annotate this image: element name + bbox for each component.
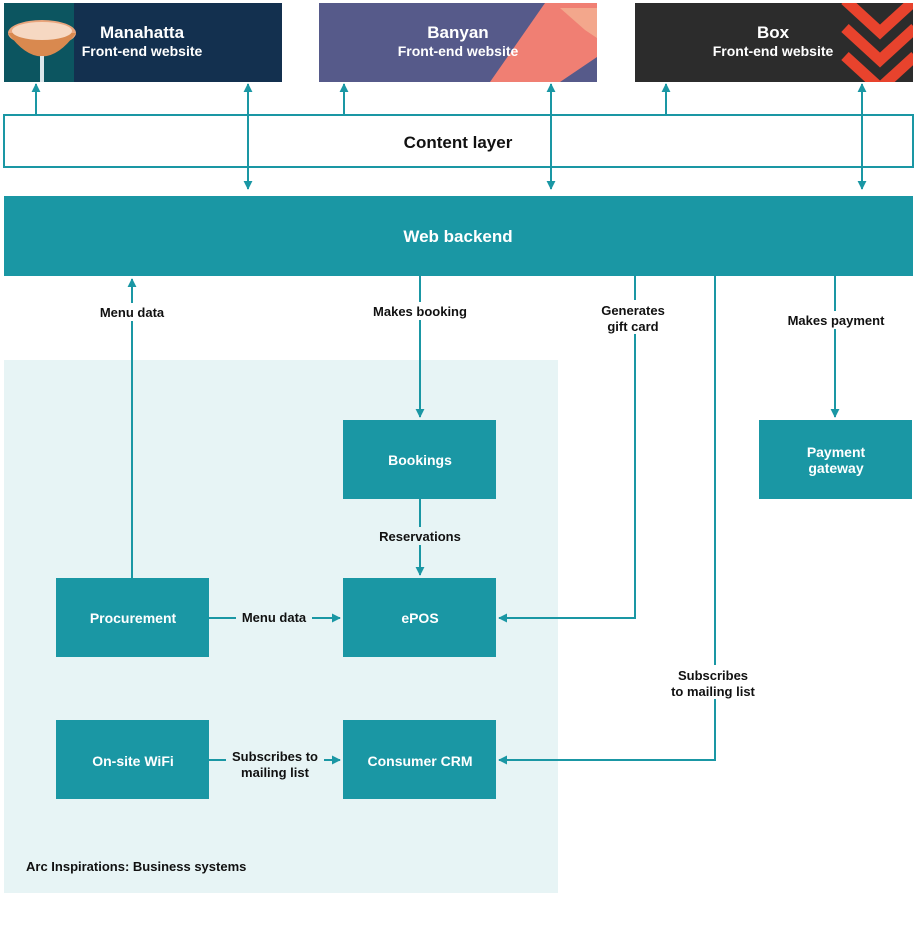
site-name: Box (757, 23, 790, 42)
site-card-manahatta[interactable]: Manahatta Front-end website (4, 3, 282, 82)
generates-gift-card-label-line1: Generates (601, 303, 665, 318)
payment-gateway-label-line2: gateway (808, 460, 863, 476)
onsite-wifi-box[interactable] (56, 720, 209, 799)
menu-data-label: Menu data (242, 610, 307, 625)
backend-site-arrows (243, 83, 867, 190)
payment-gateway-label-line1: Payment (807, 444, 866, 460)
bookings-box[interactable] (343, 420, 496, 499)
site-subtitle: Front-end website (713, 43, 834, 59)
payment-gateway-box[interactable] (759, 420, 912, 499)
generates-gift-card-label-line2: gift card (607, 319, 658, 334)
epos-box[interactable] (343, 578, 496, 657)
site-name: Banyan (427, 23, 488, 42)
makes-booking-label: Makes booking (373, 304, 467, 319)
site-subtitle: Front-end website (398, 43, 519, 59)
consumer-crm-box[interactable] (343, 720, 496, 799)
consumer-crm-label: Consumer CRM (367, 753, 472, 769)
onsite-wifi-label: On-site WiFi (92, 753, 174, 769)
content-layer-label: Content layer (404, 133, 513, 152)
web-backend[interactable] (4, 196, 913, 276)
subscribes-crm-label-line2: to mailing list (671, 684, 755, 699)
cocktail-glass-icon (4, 3, 76, 82)
coral-brush-stroke-icon (490, 3, 597, 82)
subscribes-crm-label-line1: Subscribes (678, 668, 748, 683)
menu-data-up-label: Menu data (100, 305, 165, 320)
reservations-label: Reservations (379, 529, 461, 544)
epos-label: ePOS (401, 610, 438, 626)
chevron-pattern-icon (841, 3, 913, 82)
content-to-site-arrows (31, 83, 671, 115)
site-subtitle: Front-end website (82, 43, 203, 59)
region-label: Arc Inspirations: Business systems (26, 859, 246, 874)
subscribes-wifi-label-line2: mailing list (241, 765, 310, 780)
makes-payment-label: Makes payment (788, 313, 885, 328)
site-card-box[interactable]: Box Front-end website (635, 0, 915, 88)
content-layer[interactable] (3, 114, 914, 168)
site-card-banyan[interactable]: Banyan Front-end website (319, 3, 600, 82)
flow-lines (127, 276, 840, 765)
bookings-label: Bookings (388, 452, 452, 468)
site-name: Manahatta (100, 23, 185, 42)
procurement-label: Procurement (90, 610, 177, 626)
web-backend-label: Web backend (403, 227, 512, 246)
procurement-box[interactable] (56, 578, 209, 657)
subscribes-wifi-label-line1: Subscribes to (232, 749, 318, 764)
